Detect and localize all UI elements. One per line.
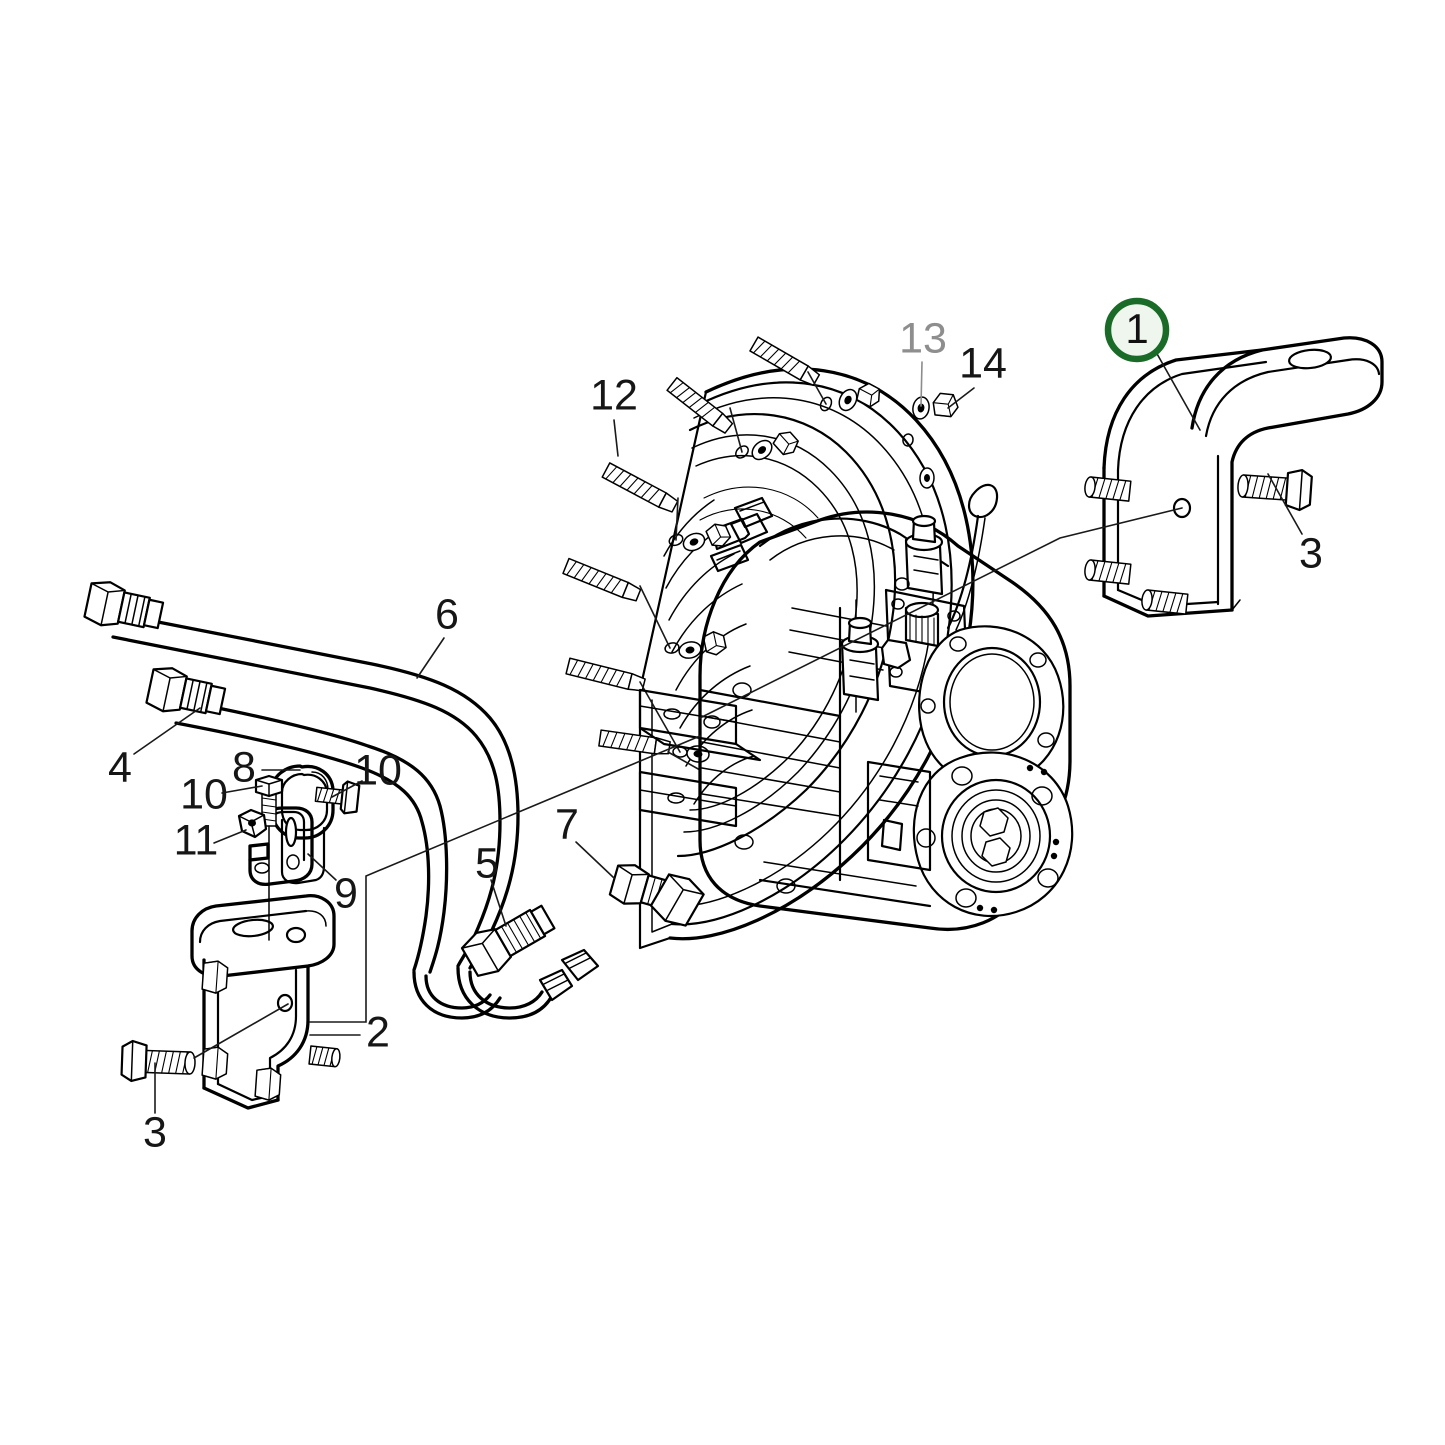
- callout-1-highlight: 1: [1104, 297, 1170, 363]
- callout-10-left-text: 10: [180, 770, 228, 818]
- callout-12-text: 12: [590, 371, 638, 419]
- bell-housing-studs: [562, 336, 827, 771]
- hose-clamp-group: [237, 764, 361, 941]
- stud-nut-group: [702, 382, 959, 656]
- callout-8-text: 8: [232, 743, 256, 791]
- flange-bolt-lower: [120, 1039, 196, 1083]
- callout-3-bottom-text: 3: [143, 1108, 167, 1156]
- hydraulic-hoses: [83, 581, 600, 1020]
- upper-mounting-bracket: [1084, 336, 1384, 618]
- callout-2-text: 2: [366, 1008, 390, 1056]
- callout-5-text: 5: [475, 839, 499, 887]
- bell-housing: [638, 367, 999, 950]
- hydraulic-hose-lower: [145, 667, 502, 1020]
- callout-6-text: 6: [435, 590, 459, 638]
- callout-labels: 1 3 12 13 14 6 4 8 10 10 11 9 5 7 2 3: [108, 297, 1323, 1156]
- solenoid-lower: [840, 616, 880, 702]
- hose-elbow-fitting: [460, 904, 556, 977]
- transmission-body: [638, 510, 1074, 931]
- solenoid-upper: [904, 514, 944, 596]
- lower-mounting-bracket: [120, 894, 341, 1110]
- hydraulic-hose-upper: [83, 581, 600, 1020]
- callout-4-text: 4: [108, 743, 132, 791]
- callout-14-text: 14: [959, 339, 1007, 387]
- clamp-bolt-right: [314, 780, 361, 815]
- callout-1-text: 1: [1125, 305, 1148, 352]
- leader-lines: [133, 351, 1303, 1114]
- callout-9-text: 9: [334, 869, 358, 917]
- callout-10-right-text: 10: [354, 746, 402, 794]
- flange-bolt-upper: [1237, 468, 1313, 512]
- output-hub: [912, 751, 1074, 918]
- callout-3-right-text: 3: [1299, 529, 1323, 577]
- callout-11-text: 11: [174, 816, 219, 864]
- hose-fittings: [460, 864, 705, 977]
- knurled-cap: [904, 601, 940, 648]
- clamp-nut: [237, 808, 268, 839]
- callout-13-text: 13: [899, 314, 947, 362]
- callout-7-text: 7: [555, 800, 579, 848]
